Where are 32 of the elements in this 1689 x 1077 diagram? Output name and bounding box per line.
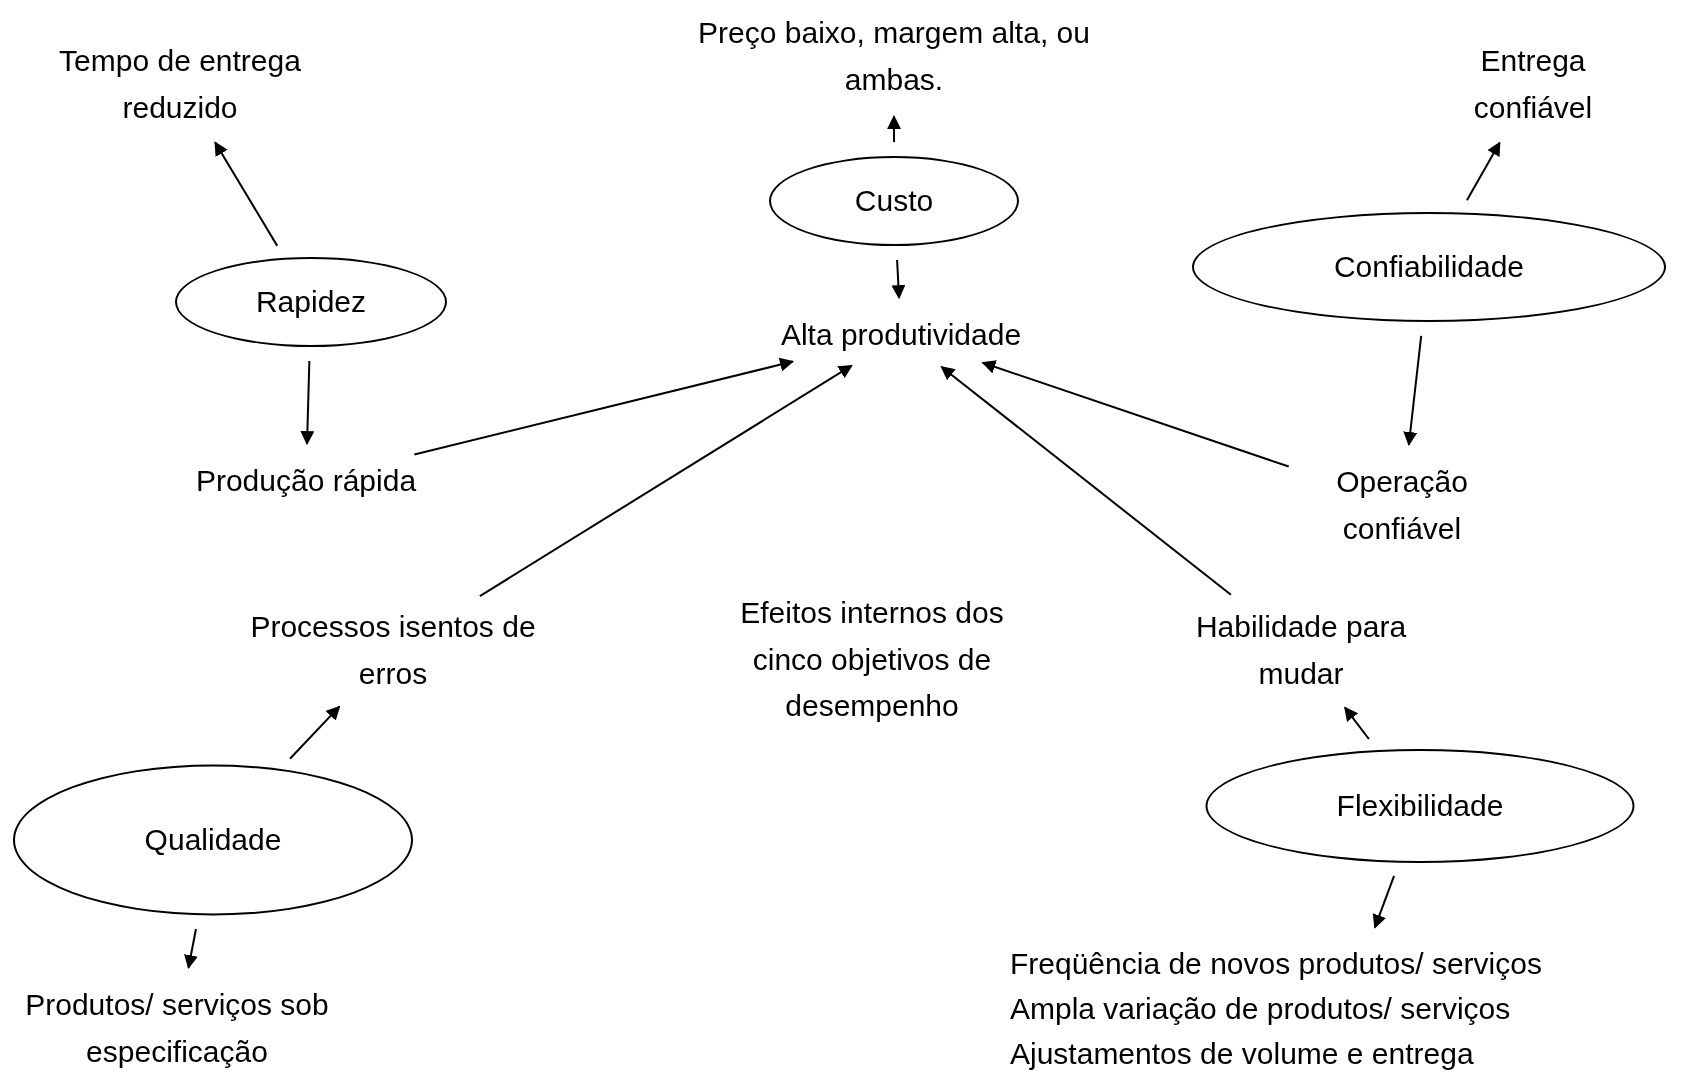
arrow (891, 258, 906, 300)
arrow (184, 928, 198, 970)
arrow (289, 705, 341, 760)
arrow (1403, 334, 1423, 446)
node-text: Habilidade para mudar (1151, 603, 1451, 697)
ellipse-node: Rapidez (175, 257, 447, 347)
node-text: Entrega confiável (1433, 37, 1633, 131)
arrow (940, 365, 1232, 596)
arrow (1343, 706, 1370, 740)
ellipse-node: Custo (769, 156, 1019, 246)
ellipse-node: Qualidade (13, 764, 413, 916)
node-text: Tempo de entrega reduzido (15, 37, 345, 131)
node-text: Alta produtividade (736, 311, 1066, 359)
arrow (214, 141, 279, 247)
node-text: Operação confiável (1302, 458, 1502, 552)
list-item: Ampla variação de produtos/ serviços (1010, 990, 1512, 1027)
center-note: Efeitos internos dos cinco objetivos de desempenho (739, 595, 1005, 725)
arrow (478, 364, 853, 598)
node-text: Processos isentos de erros (213, 603, 573, 697)
arrow (981, 360, 1290, 468)
ellipse-node: Flexibilidade (1205, 749, 1635, 863)
node-text: Preço baixo, margem alta, ou ambas. (674, 9, 1114, 103)
ellipse-node: Confiabilidade (1192, 212, 1666, 322)
arrow (300, 360, 315, 446)
arrow (1465, 141, 1501, 202)
node-text: Produção rápida (156, 457, 456, 505)
list-item: Ajustamentos de volume e entrega (1010, 1035, 1475, 1072)
list-item: Freqüência de novos produtos/ serviços (1010, 945, 1543, 982)
node-text: Produtos/ serviços sob especificação (12, 981, 342, 1075)
arrow (887, 115, 901, 143)
arrow (413, 357, 794, 456)
arrow (1372, 874, 1396, 929)
